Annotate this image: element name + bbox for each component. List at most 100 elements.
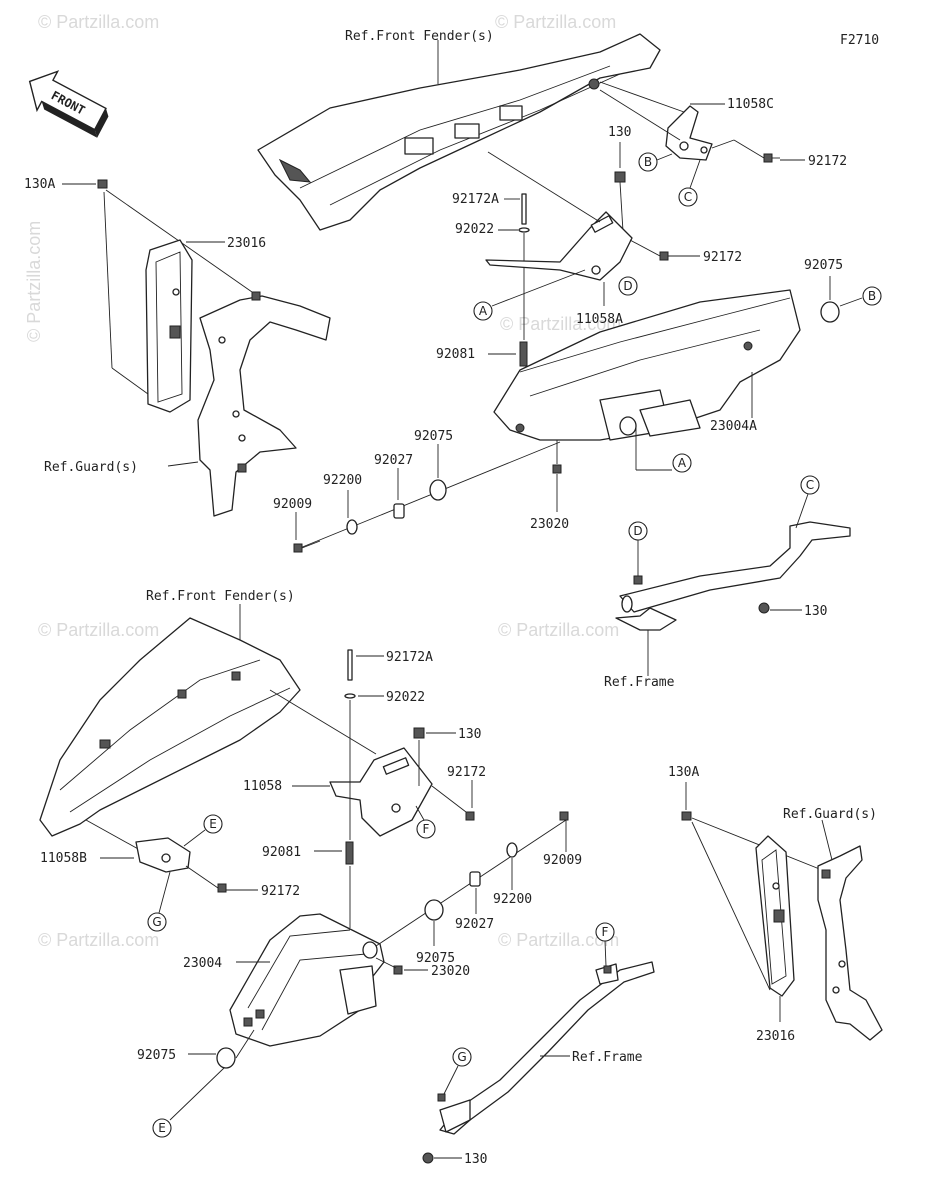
part-130-a: 130	[608, 125, 631, 140]
callout-B-label: B	[644, 155, 652, 169]
bolt-92172-b	[659, 251, 669, 261]
spring-92081-top	[519, 341, 528, 367]
bolt-92172-d	[217, 883, 227, 893]
washer-92200-bot	[506, 842, 518, 858]
bolt-130A-left	[97, 179, 108, 189]
part-23016-left: 23016	[227, 236, 266, 251]
nut-23020-top	[552, 464, 562, 474]
watermark: © Partzilla.com	[498, 930, 619, 950]
guard-left	[197, 291, 331, 517]
housing-23004	[229, 913, 385, 1047]
part-11058B: 11058B	[40, 851, 87, 866]
turn-signal-23016-right	[755, 835, 795, 997]
part-130A-left: 130A	[24, 177, 55, 192]
part-92027-bot: 92027	[455, 917, 494, 932]
callout-D-label: D	[623, 279, 632, 293]
diagram-code: F2710	[840, 33, 879, 48]
part-11058A: 11058A	[576, 312, 623, 327]
nut-23020-bot	[393, 965, 403, 975]
bracket-11058	[329, 747, 433, 837]
callout-E-2	[152, 1118, 172, 1138]
collar-92027-bot	[469, 871, 481, 887]
bracket-11058C	[665, 105, 713, 161]
callout-G-2-label: G	[457, 1050, 466, 1064]
callout-D	[618, 276, 638, 296]
frame-bottom	[422, 961, 655, 1164]
grommet-92075-mid	[429, 479, 447, 501]
callout-C	[678, 187, 698, 207]
bolt-92172-c	[465, 811, 475, 821]
part-23020-top: 23020	[530, 517, 569, 532]
grommet-92075-top	[820, 301, 840, 323]
spring-92081-bot	[345, 841, 354, 865]
front-arrow-icon: FRONT	[28, 70, 109, 138]
part-92009-bot: 92009	[543, 853, 582, 868]
bolt-130-a	[614, 171, 626, 183]
housing-23004A	[493, 289, 801, 441]
part-92172-b: 92172	[703, 250, 742, 265]
callout-C-2	[800, 475, 820, 495]
part-92022-bot: 92022	[386, 690, 425, 705]
front-fender-bottom	[39, 617, 301, 837]
bolt-92009-top	[293, 540, 321, 553]
part-23016-right: 23016	[756, 1029, 795, 1044]
callout-A-label: A	[479, 304, 488, 318]
washer-92022-bot	[344, 693, 356, 699]
callout-D-2-label: D	[633, 524, 642, 538]
screw-92172A-bot	[347, 649, 353, 681]
watermark: © Partzilla.com	[495, 12, 616, 32]
callout-A-2	[672, 453, 692, 473]
watermark: © Partzilla.com	[498, 620, 619, 640]
callout-G-label: G	[152, 915, 161, 929]
ref-frame-bottom: Ref.Frame	[572, 1050, 643, 1065]
part-92200-top: 92200	[323, 473, 362, 488]
watermark: © Partzilla.com	[500, 314, 621, 334]
callout-F	[416, 819, 436, 839]
callout-C-label: C	[684, 190, 692, 204]
callout-F-2-label: F	[602, 925, 609, 939]
part-23004: 23004	[183, 956, 222, 971]
grommet-92075-bot	[216, 1047, 236, 1069]
part-92172A-top: 92172A	[452, 192, 499, 207]
part-92081-top: 92081	[436, 347, 475, 362]
bracket-11058A	[485, 211, 633, 281]
frame-top	[615, 521, 851, 631]
watermark: © Partzilla.com	[24, 221, 44, 342]
part-92075-mid: 92075	[414, 429, 453, 444]
callout-E-2-label: E	[158, 1121, 166, 1135]
part-92172-d: 92172	[261, 884, 300, 899]
washer-92200-top	[346, 519, 358, 535]
callout-A	[473, 301, 493, 321]
part-92075-bot2: 92075	[416, 951, 455, 966]
callout-F-label: F	[423, 822, 430, 836]
callout-G	[147, 912, 167, 932]
part-92075-top: 92075	[804, 258, 843, 273]
callout-E	[203, 814, 223, 834]
callout-B-2	[862, 286, 882, 306]
part-92200-bot: 92200	[493, 892, 532, 907]
ref-guard-right: Ref.Guard(s)	[783, 807, 877, 822]
grommet-92075-bot2	[424, 899, 444, 921]
watermark: © Partzilla.com	[38, 12, 159, 32]
bolt-92172-a	[763, 153, 780, 163]
watermark: © Partzilla.com	[38, 620, 159, 640]
part-11058C: 11058C	[727, 97, 774, 112]
callout-B-2-label: B	[868, 289, 876, 303]
part-23020-bot: 23020	[431, 964, 470, 979]
bolt-92009-bot	[559, 811, 569, 821]
screw-92172A-top	[521, 193, 527, 225]
part-92027-top: 92027	[374, 453, 413, 468]
part-130-c: 130	[458, 727, 481, 742]
bolt-130-c	[413, 727, 425, 739]
part-92172A-bot: 92172A	[386, 650, 433, 665]
part-130A-right: 130A	[668, 765, 699, 780]
part-130-d: 130	[464, 1152, 487, 1167]
part-92172-a: 92172	[808, 154, 847, 169]
part-92009-top: 92009	[273, 497, 312, 512]
callout-E-label: E	[209, 817, 217, 831]
bracket-11058B	[135, 837, 191, 873]
ref-guard-left: Ref.Guard(s)	[44, 460, 138, 475]
callout-B	[638, 152, 658, 172]
collar-92027-top	[393, 503, 405, 519]
